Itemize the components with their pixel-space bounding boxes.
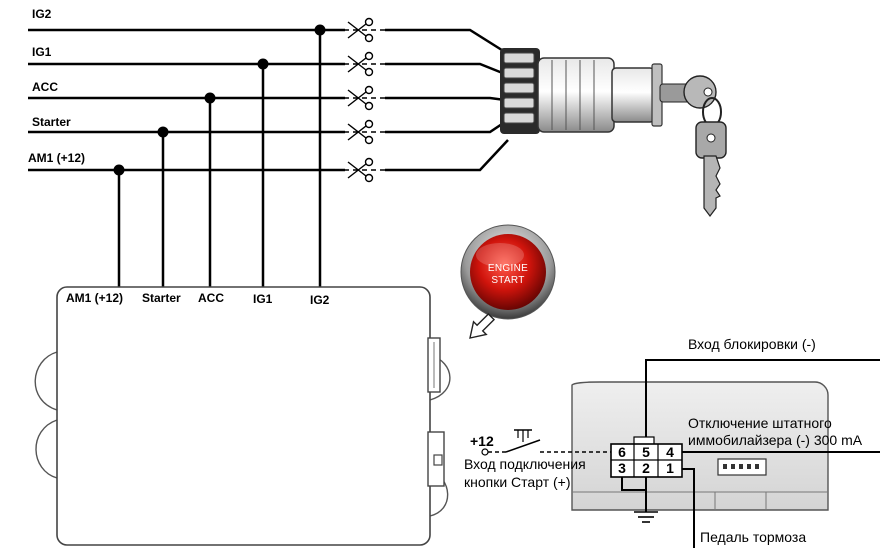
button-text-engine: ENGINE	[488, 263, 528, 274]
label-start-input-2: кнопки Старт (+)	[464, 474, 571, 490]
pin-2: 2	[642, 460, 650, 476]
switch-wires	[385, 28, 509, 172]
pin-4: 4	[666, 444, 674, 460]
vertical-wires	[117, 30, 322, 287]
label-immobilizer-1: Отключение штатного	[688, 415, 832, 431]
pin-1: 1	[666, 460, 674, 476]
relay-wires	[621, 359, 880, 548]
module-label-am1: AM1 (+12)	[66, 291, 123, 305]
arrow-icon	[469, 312, 496, 339]
module-label-starter: Starter	[142, 291, 181, 305]
wire-label-am1: AM1 (+12)	[28, 151, 85, 165]
label-block-input: Вход блокировки (-)	[688, 336, 816, 352]
cut-points	[335, 17, 385, 183]
ground-icon	[634, 511, 658, 523]
label-start-input-1: Вход подключения	[464, 456, 586, 472]
wire-label-acc: ACC	[32, 80, 58, 94]
wire-label-ig1: IG1	[32, 45, 52, 59]
horizontal-wires	[28, 28, 345, 172]
relay-unit	[571, 381, 829, 511]
label-immobilizer-2: иммобилайзера (-) 300 mA	[688, 432, 863, 448]
module-label-ig2: IG2	[310, 293, 330, 307]
scissors-icon	[347, 17, 374, 183]
engine-start-button: ENGINE START	[460, 224, 556, 320]
wire-label-ig2: IG2	[32, 7, 52, 21]
control-module	[34, 286, 451, 546]
start-input-line	[481, 429, 611, 456]
label-brake: Педаль тормоза	[700, 529, 806, 545]
button-text-start: START	[491, 275, 524, 286]
junction-dots	[113, 24, 326, 176]
ignition-switch	[500, 48, 727, 217]
pin-3: 3	[618, 460, 626, 476]
pin-connector	[610, 436, 683, 478]
wire-label-starter: Starter	[32, 115, 71, 129]
module-label-ig1: IG1	[253, 292, 273, 306]
pin-5: 5	[642, 444, 650, 460]
label-plus12: +12	[470, 433, 494, 449]
pin-6: 6	[618, 444, 626, 460]
module-label-acc: ACC	[198, 291, 224, 305]
